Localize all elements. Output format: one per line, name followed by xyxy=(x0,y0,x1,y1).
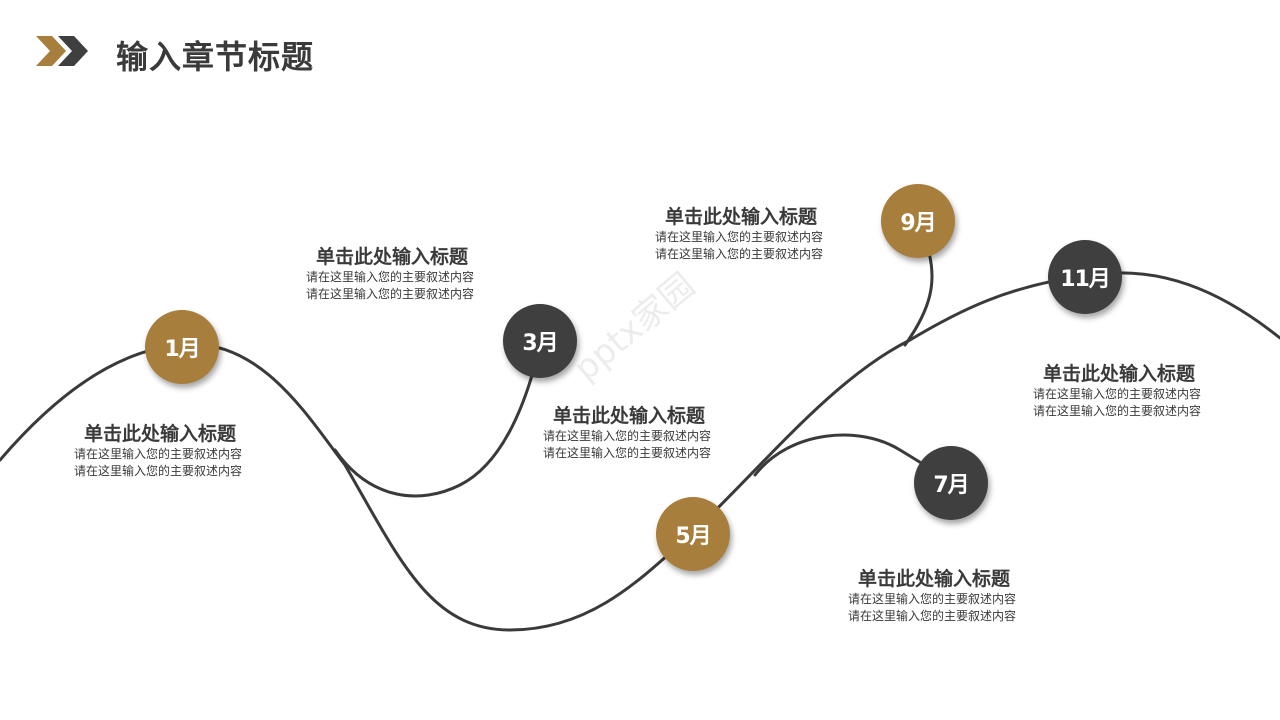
block-desc[interactable]: 请在这里输入您的主要叙述内容 xyxy=(848,592,1017,606)
timeline-node-1: 1月 xyxy=(145,310,219,384)
block-desc[interactable]: 请在这里输入您的主要叙述内容 xyxy=(655,247,824,261)
block-desc[interactable]: 请在这里输入您的主要叙述内容 xyxy=(1033,404,1202,418)
block-desc[interactable]: 请在这里输入您的主要叙述内容 xyxy=(543,446,712,460)
text-block-11: 单击此处输入标题 请在这里输入您的主要叙述内容 请在这里输入您的主要叙述内容 xyxy=(1033,362,1233,420)
block-desc[interactable]: 请在这里输入您的主要叙述内容 xyxy=(1033,387,1202,401)
block-desc[interactable]: 请在这里输入您的主要叙述内容 xyxy=(306,287,475,301)
chevron-double-icon xyxy=(36,36,88,66)
timeline-curve-loop-3 xyxy=(333,343,542,498)
node-label: 3月 xyxy=(522,331,558,356)
block-title[interactable]: 单击此处输入标题 xyxy=(665,206,818,228)
text-block-9: 单击此处输入标题 请在这里输入您的主要叙述内容 请在这里输入您的主要叙述内容 xyxy=(655,205,855,263)
text-block-5: 单击此处输入标题 请在这里输入您的主要叙述内容 请在这里输入您的主要叙述内容 xyxy=(543,404,743,462)
block-desc[interactable]: 请在这里输入您的主要叙述内容 xyxy=(306,270,475,284)
block-title[interactable]: 单击此处输入标题 xyxy=(316,246,469,268)
timeline-node-7: 7月 xyxy=(914,446,988,520)
node-label: 9月 xyxy=(900,211,936,236)
block-title[interactable]: 单击此处输入标题 xyxy=(858,568,1011,590)
block-desc[interactable]: 请在这里输入您的主要叙述内容 xyxy=(848,609,1017,623)
node-label: 11月 xyxy=(1060,267,1111,292)
node-label: 1月 xyxy=(164,337,200,362)
text-block-3: 单击此处输入标题 请在这里输入您的主要叙述内容 请在这里输入您的主要叙述内容 xyxy=(306,245,506,303)
node-label: 7月 xyxy=(933,473,969,498)
timeline-node-11: 11月 xyxy=(1048,240,1122,314)
node-label: 5月 xyxy=(675,524,711,549)
page-title: 输入章节标题 xyxy=(116,38,315,76)
block-title[interactable]: 单击此处输入标题 xyxy=(84,423,237,445)
block-title[interactable]: 单击此处输入标题 xyxy=(553,405,706,427)
timeline-node-5: 5月 xyxy=(656,497,730,571)
text-block-1: 单击此处输入标题 请在这里输入您的主要叙述内容 请在这里输入您的主要叙述内容 xyxy=(74,422,274,480)
block-desc[interactable]: 请在这里输入您的主要叙述内容 xyxy=(655,230,824,244)
timeline-node-3: 3月 xyxy=(503,304,577,378)
block-desc[interactable]: 请在这里输入您的主要叙述内容 xyxy=(543,429,712,443)
block-desc[interactable]: 请在这里输入您的主要叙述内容 xyxy=(74,447,243,461)
block-desc[interactable]: 请在这里输入您的主要叙述内容 xyxy=(74,464,243,478)
text-block-7: 单击此处输入标题 请在这里输入您的主要叙述内容 请在这里输入您的主要叙述内容 xyxy=(848,567,1048,625)
timeline-node-9: 9月 xyxy=(881,184,955,258)
block-title[interactable]: 单击此处输入标题 xyxy=(1043,363,1196,385)
